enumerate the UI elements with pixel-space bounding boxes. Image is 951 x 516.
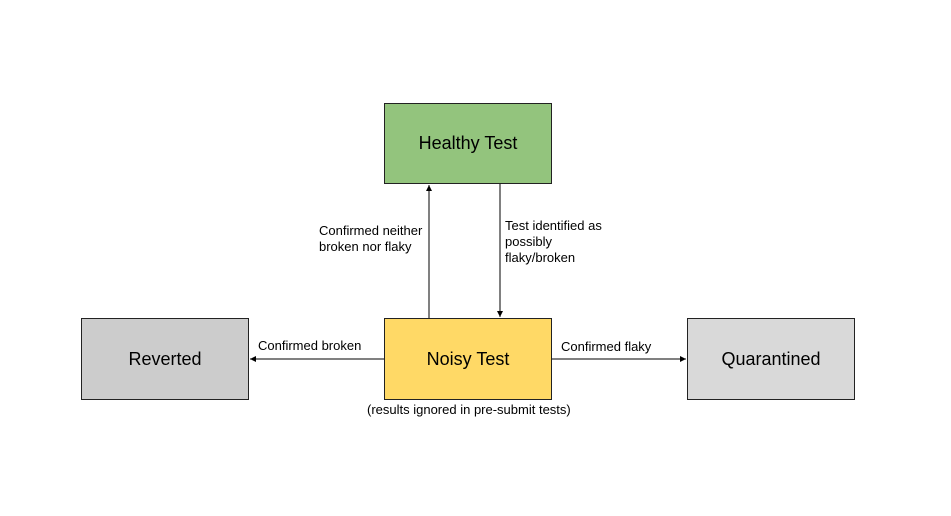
edge-label-confirmed-flaky: Confirmed flaky [561,339,652,354]
quarantined-node: Quarantined [687,318,855,400]
noisy-test-label: Noisy Test [426,348,510,369]
edge-label-line: Confirmed neither [319,223,423,238]
edge-label-confirmed-neither: Confirmed neither broken nor flaky [319,223,422,255]
healthy-test-label: Healthy Test [418,133,518,153]
healthy-test-node: Healthy Test [384,103,552,184]
noisy-test-note: (results ignored in pre-submit tests) [367,402,571,417]
edge-label-line: flaky/broken [505,250,576,265]
noisy-test-node: Noisy Test [384,318,552,400]
edge-label-line: broken nor flaky [319,239,412,254]
edge-label-confirmed-broken: Confirmed broken [258,338,362,353]
quarantined-label: Quarantined [721,348,821,369]
edge-label-line: Test identified as [505,218,602,233]
reverted-node: Reverted [81,318,249,400]
edge-label-test-identified: Test identified as possibly flaky/broken [505,218,602,266]
edge-label-line: possibly [505,234,552,249]
reverted-label: Reverted [128,348,202,369]
